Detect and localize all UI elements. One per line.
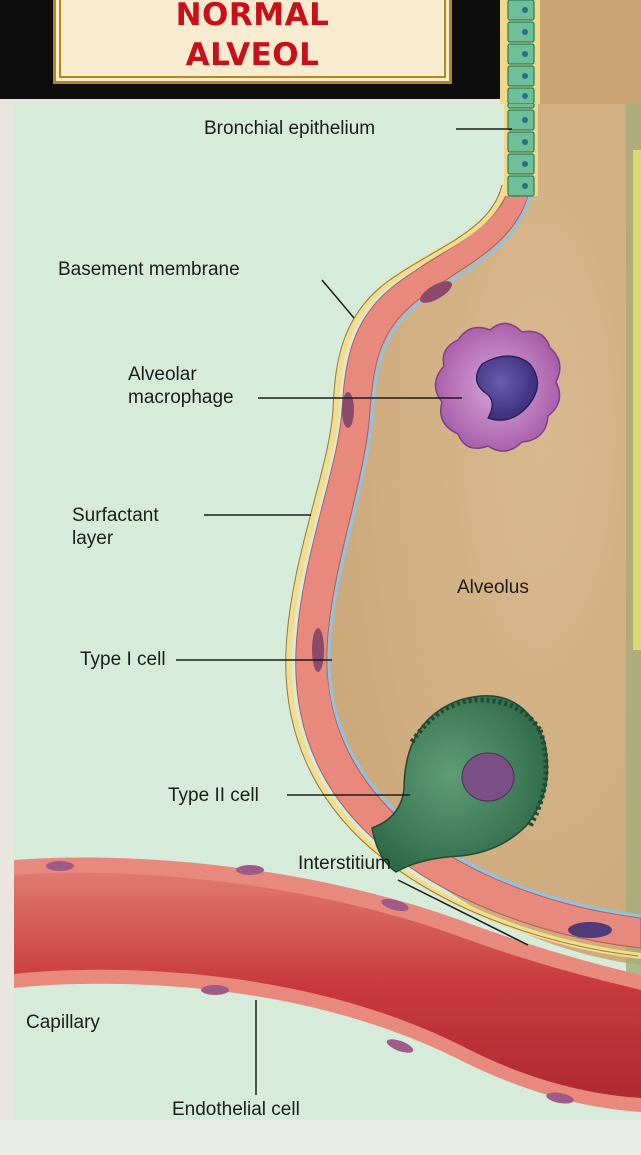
label-capillary: Capillary: [26, 1011, 100, 1034]
title-box: NORMAL ALVEOL: [53, 0, 452, 84]
label-alveolar-macrophage: Alveolar macrophage: [128, 363, 258, 409]
label-endothelial-cell: Endothelial cell: [172, 1098, 300, 1121]
label-alveolus: Alveolus: [457, 576, 529, 599]
title-line-1: NORMAL: [56, 0, 449, 35]
label-bronchial-epithelium: Bronchial epithelium: [204, 117, 375, 140]
title-line-2: ALVEOL: [56, 35, 449, 75]
label-interstitium: Interstitium: [298, 852, 391, 875]
label-surfactant-layer: Surfactant layer: [72, 504, 192, 550]
label-type-2-cell: Type II cell: [168, 784, 259, 807]
label-basement-membrane: Basement membrane: [58, 258, 240, 281]
label-type-1-cell: Type I cell: [80, 648, 166, 671]
alveolar-macrophage-cell: [435, 323, 559, 451]
title-text: NORMAL ALVEOL: [56, 0, 449, 75]
